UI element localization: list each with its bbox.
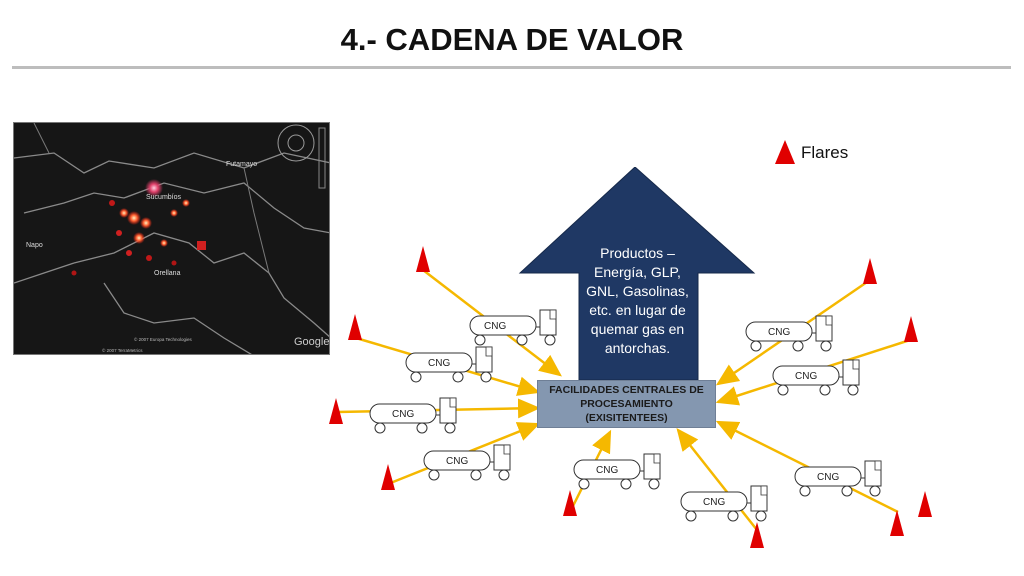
satellite-map-graphic: Futamayo Sucumbíos Napo Orellana Google … bbox=[14, 123, 329, 354]
satellite-map-image: Futamayo Sucumbíos Napo Orellana Google … bbox=[13, 122, 330, 355]
truck-label: CNG bbox=[428, 358, 450, 369]
cng-truck: CNG bbox=[469, 309, 557, 346]
truck-label: CNG bbox=[446, 456, 468, 467]
truck-label: CNG bbox=[768, 327, 790, 338]
cng-truck: CNG bbox=[573, 453, 661, 490]
central-processing-facilities-box: FACILIDADES CENTRALES DE PROCESAMIENTO (… bbox=[537, 380, 716, 428]
flare-legend-icon bbox=[775, 140, 795, 164]
flare-icon bbox=[329, 398, 343, 424]
connector-line bbox=[676, 428, 758, 531]
truck-label: CNG bbox=[484, 321, 506, 332]
legend-label-flares: Flares bbox=[801, 143, 849, 162]
products-up-arrow bbox=[518, 167, 756, 380]
map-credit-terrametrics: © 2007 TerraMetrics bbox=[102, 347, 143, 353]
flare-icon bbox=[863, 258, 877, 284]
flare-icon bbox=[416, 246, 430, 272]
map-watermark-google: Google bbox=[294, 336, 329, 348]
arrow-products-text: Productos – Energía, GLP, GNL, Gasolinas… bbox=[586, 245, 689, 356]
map-label-napo: Napo bbox=[26, 242, 43, 249]
cng-truck: CNG bbox=[423, 444, 511, 481]
truck-label: CNG bbox=[795, 371, 817, 382]
cng-truck: CNG bbox=[369, 397, 457, 434]
map-label-orellana: Orellana bbox=[154, 270, 181, 277]
flare-icon bbox=[348, 314, 362, 340]
map-credit-europa: © 2007 Europa Technologies bbox=[134, 336, 193, 342]
flare-icon bbox=[890, 510, 904, 536]
flare-icon bbox=[563, 490, 577, 516]
map-label-sucumbios: Sucumbíos bbox=[146, 194, 182, 201]
cng-truck: CNG bbox=[745, 315, 833, 352]
flare-icon bbox=[381, 464, 395, 490]
truck-label: CNG bbox=[596, 465, 618, 476]
truck-label: CNG bbox=[703, 497, 725, 508]
map-label-futamayo: Futamayo bbox=[226, 161, 257, 168]
truck-label: CNG bbox=[817, 472, 839, 483]
cng-truck: CNG bbox=[405, 346, 493, 383]
flare-icon bbox=[750, 522, 764, 548]
cng-truck: CNG bbox=[680, 485, 768, 522]
cng-truck: CNG bbox=[772, 359, 860, 396]
slide-title: 4.- CADENA DE VALOR bbox=[340, 22, 684, 57]
title-divider bbox=[12, 66, 1011, 69]
flare-icon bbox=[904, 316, 918, 342]
cng-truck: CNG bbox=[794, 460, 882, 497]
flare-icon bbox=[918, 491, 932, 517]
truck-label: CNG bbox=[392, 409, 414, 420]
